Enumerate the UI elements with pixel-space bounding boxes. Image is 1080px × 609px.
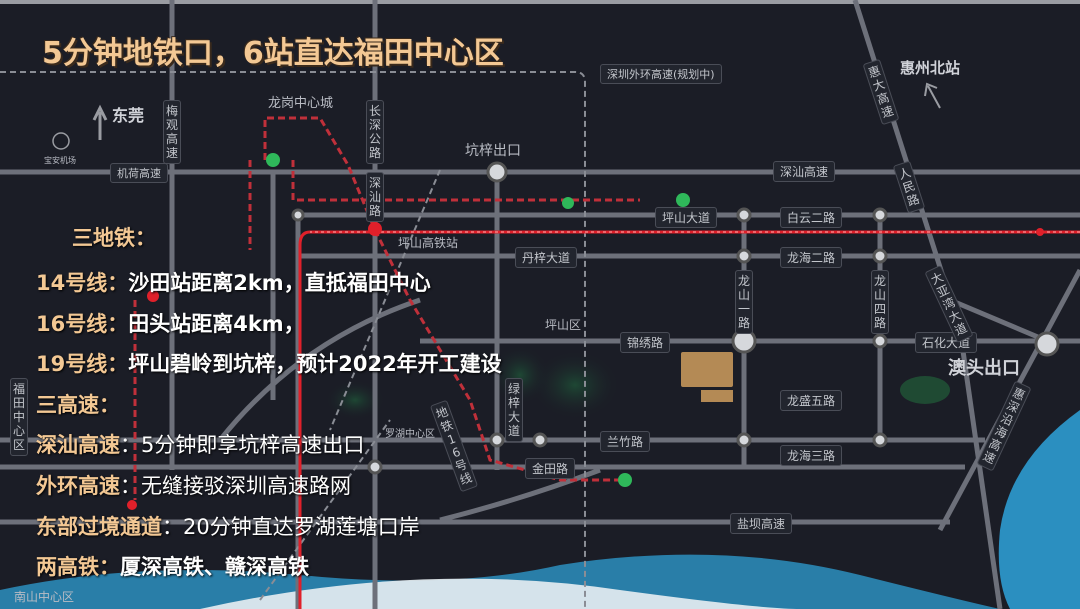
road-yanba: 盐坝高速	[730, 513, 793, 534]
point-eastern-corridor: 东部过境通道：20分钟直达罗湖莲塘口岸	[36, 511, 420, 541]
project-sales-office-marker	[701, 390, 733, 402]
road-longshan4: 龙山四路	[871, 270, 889, 334]
rail-station-icons	[127, 222, 1044, 510]
point-line-14: 14号线：沙田站距离2km，直抵福田中心	[36, 267, 431, 297]
point-label: 19号线：	[36, 352, 129, 376]
road-lvzi: 绿梓大道	[505, 378, 523, 442]
label-longgang: 龙岗中心城	[268, 96, 334, 111]
road-shenshan: 深汕高速	[773, 161, 836, 182]
label-dongguan: 东莞	[112, 106, 145, 125]
airport-icon	[52, 132, 70, 150]
page-title: 5分钟地铁口，6站直达福田中心区	[42, 36, 504, 71]
label-pingshan-hsr: 坪山高铁站	[398, 236, 459, 250]
rail-line	[298, 230, 1080, 609]
point-value: 沙田站距离2km，直抵福田中心	[128, 271, 431, 295]
label-airport: 宝安机场	[44, 156, 76, 165]
label-huizhou-north: 惠州北站	[900, 59, 961, 77]
label-pingshan-district: 坪山区	[545, 318, 582, 332]
point-value: 厦深高铁、赣深高铁	[120, 555, 309, 579]
road-jintian: 金田路	[525, 458, 576, 479]
label-futian: 福田中心区	[10, 378, 28, 456]
label-kengzi-exit: 坑梓出口	[465, 143, 521, 159]
label-luohu: 罗湖中心区	[385, 429, 435, 440]
arrow-north-icon	[92, 104, 108, 140]
label-aotou-exit: 澳头出口	[948, 358, 1020, 379]
road-outer-ring: 深圳外环高速(规划中)	[600, 64, 722, 84]
label-nanshan: 南山中心区	[14, 590, 75, 604]
point-value: ：5分钟即享坑梓高速出口	[120, 433, 365, 457]
point-label: 深汕高速	[36, 433, 120, 457]
road-jihe: 机荷高速	[110, 163, 168, 183]
point-label: 东部过境通道	[36, 515, 162, 539]
point-hsr: 两高铁：厦深高铁、赣深高铁	[36, 551, 309, 581]
point-line-19: 19号线：坪山碧岭到坑梓，预计2022年开工建设	[36, 348, 502, 378]
point-label: 两高铁：	[36, 555, 120, 579]
metro-station-icons	[266, 153, 690, 487]
road-lanzhu: 兰竹路	[600, 431, 651, 452]
road-longsheng5: 龙盛五路	[780, 390, 843, 411]
road-shenshan-rd: 深汕路	[366, 172, 384, 222]
point-label: 16号线：	[36, 312, 129, 336]
road-longshan1: 龙山一路	[735, 270, 753, 334]
point-shenshan: 深汕高速：5分钟即享坑梓高速出口	[36, 429, 364, 459]
road-meiguan: 梅观高速	[163, 100, 181, 164]
road-longhai2: 龙海二路	[780, 247, 843, 268]
road-changshen: 长深公路	[366, 100, 384, 164]
point-line-16: 16号线：田头站距离4km，	[36, 308, 305, 338]
point-label: 三地铁：	[72, 226, 156, 250]
point-metro-heading: 三地铁：	[72, 222, 156, 252]
point-label: 三高速：	[36, 393, 120, 417]
point-value: 田头站距离4km，	[128, 312, 305, 336]
point-label: 外环高速	[36, 474, 120, 498]
road-danzi: 丹梓大道	[515, 247, 578, 268]
point-highway-heading: 三高速：	[36, 389, 120, 419]
point-value: ：无缝接驳深圳高速路网	[120, 474, 351, 498]
road-longhai3: 龙海三路	[780, 445, 843, 466]
road-baiyun2: 白云二路	[780, 207, 843, 228]
point-value: 坪山碧岭到坑梓，预计2022年开工建设	[128, 352, 502, 376]
point-outer-ring: 外环高速：无缝接驳深圳高速路网	[36, 470, 351, 500]
project-marker[interactable]	[681, 352, 733, 387]
arrow-huizhou-icon	[924, 82, 941, 109]
metro-lines	[133, 116, 640, 500]
point-value: ：20分钟直达罗湖莲塘口岸	[162, 515, 420, 539]
road-pingshan-ave: 坪山大道	[655, 207, 718, 228]
road-jinxiu: 锦绣路	[620, 332, 671, 353]
sea	[998, 410, 1080, 609]
point-label: 14号线：	[36, 271, 129, 295]
